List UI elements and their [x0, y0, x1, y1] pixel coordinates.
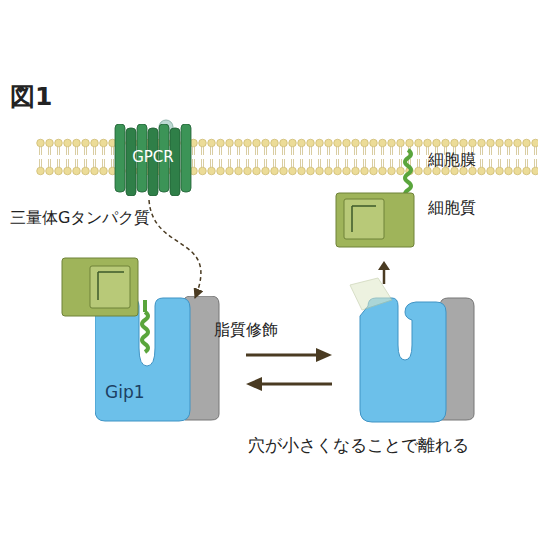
g-protein-bound	[62, 258, 138, 316]
gip1-protein: Gip1	[95, 296, 220, 422]
lipid-anchor	[405, 150, 411, 198]
release-arrow-head	[378, 261, 390, 270]
gip1-shape	[95, 296, 220, 422]
modification-label: 脂質修飾	[214, 320, 278, 341]
node-label: Gip1	[105, 382, 145, 402]
equilibrium-arrows	[246, 348, 332, 391]
signal-arrow	[149, 200, 201, 298]
gpcr-receptor: GPCR	[113, 124, 193, 196]
cytoplasm-label: 細胞質	[428, 198, 476, 219]
released-g-protein	[350, 278, 392, 310]
release-arrow	[383, 268, 386, 284]
note-label: 穴が小さくなることで離れる	[248, 434, 469, 457]
protein-label: 三量体Gタンパク質	[10, 208, 150, 229]
lipid-link	[143, 300, 147, 312]
lipid-modification	[142, 312, 148, 352]
membrane-label: 細胞膜	[428, 150, 476, 171]
cell-membrane	[36, 138, 538, 176]
node-label: GPCR	[113, 148, 193, 166]
gip1-closed	[360, 298, 474, 422]
g-protein-membrane	[336, 193, 414, 247]
figure-title: 図1	[10, 80, 52, 113]
